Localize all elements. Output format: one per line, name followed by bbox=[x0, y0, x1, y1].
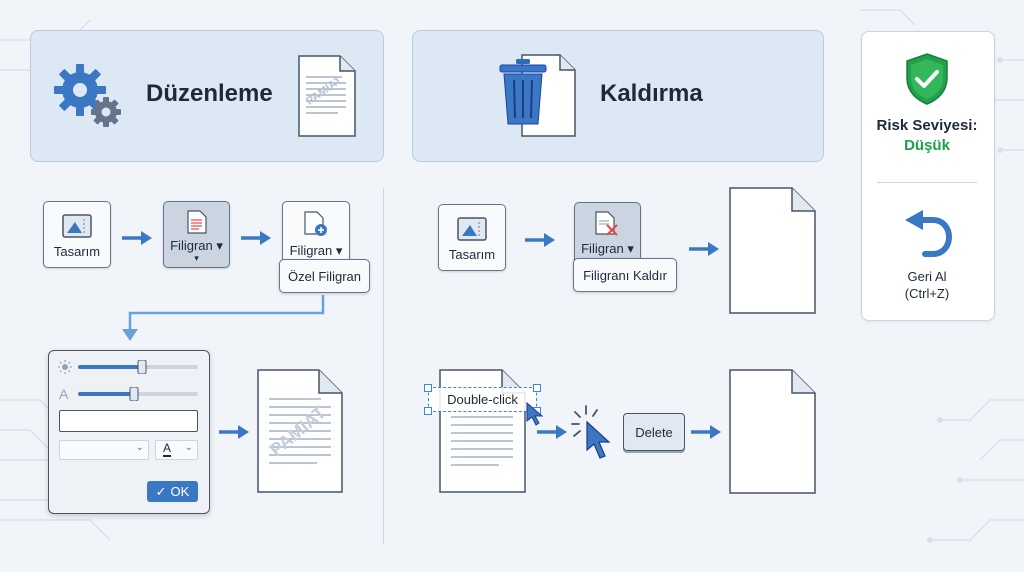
arrow-right-icon bbox=[525, 233, 555, 247]
font-color-glyph: A bbox=[163, 441, 172, 457]
selection-handle bbox=[424, 384, 432, 392]
watermarked-document-icon: PAMIAT bbox=[298, 55, 356, 137]
risk-divider bbox=[877, 182, 977, 183]
remove-watermark-icon bbox=[594, 211, 618, 236]
connector-arrow-icon bbox=[122, 295, 325, 341]
transparency-slider[interactable] bbox=[78, 360, 198, 374]
selection-handle bbox=[533, 384, 541, 392]
selection-handle bbox=[424, 407, 432, 415]
design-tab-step[interactable]: Tasarım bbox=[43, 201, 111, 268]
color-select[interactable]: A ⌄ bbox=[155, 440, 198, 460]
design-tab-step-removal[interactable]: Tasarım bbox=[438, 204, 506, 271]
blank-document-icon bbox=[729, 187, 816, 314]
watermark-document-icon bbox=[186, 210, 207, 234]
trash-icon bbox=[499, 54, 576, 137]
arrow-right-icon bbox=[122, 231, 152, 245]
removal-title: Kaldırma bbox=[600, 80, 703, 107]
sun-icon bbox=[58, 360, 72, 374]
checkmark-icon: ✓ bbox=[155, 483, 167, 499]
image-icon bbox=[62, 214, 92, 238]
removal-header-panel bbox=[412, 30, 824, 162]
size-slider[interactable] bbox=[78, 387, 198, 401]
watermark-menu-label: Filigran bbox=[581, 241, 624, 256]
gears-icon bbox=[54, 64, 121, 127]
chevron-down-icon: ▾ bbox=[194, 253, 199, 263]
undo-label: Geri Al bbox=[907, 269, 947, 284]
arrow-right-icon bbox=[219, 425, 249, 439]
ok-button[interactable]: ✓ OK bbox=[147, 481, 198, 502]
cursor-icon bbox=[526, 402, 544, 426]
risk-title: Risk Seviyesi: bbox=[876, 117, 978, 134]
chevron-down-icon: ⌄ bbox=[184, 442, 193, 453]
section-divider bbox=[383, 188, 384, 544]
undo-icon[interactable] bbox=[901, 210, 953, 258]
undo-shortcut: (Ctrl+Z) bbox=[904, 286, 950, 301]
arrow-right-icon bbox=[691, 425, 721, 439]
watermark-menu-step-removal[interactable]: Filigran ▾ bbox=[574, 202, 641, 266]
design-tab-label: Tasarım bbox=[448, 247, 496, 262]
arrow-right-icon bbox=[689, 242, 719, 256]
watermark-menu-label: Filigran bbox=[170, 238, 213, 253]
custom-watermark-menu-item[interactable]: Özel Filigran bbox=[279, 259, 370, 293]
editing-title: Düzenleme bbox=[146, 80, 273, 107]
font-select[interactable]: ⌄ bbox=[59, 440, 149, 460]
text-size-glyph: A bbox=[59, 386, 69, 402]
watermark-dropdown-label: Filigran bbox=[289, 243, 333, 258]
arrow-right-icon bbox=[241, 231, 271, 245]
delete-key[interactable]: Delete bbox=[623, 413, 685, 451]
blank-document-icon bbox=[729, 369, 816, 494]
chevron-down-icon: ⌄ bbox=[135, 442, 144, 453]
double-click-selection[interactable]: Double-click bbox=[428, 387, 537, 412]
risk-level: Düşük bbox=[904, 137, 950, 154]
watermark-dropdown-step[interactable]: Filigran ▾ bbox=[282, 201, 350, 268]
watermark-menu-step[interactable]: Filigran ▾ ▾ bbox=[163, 201, 230, 268]
shield-check-icon bbox=[906, 53, 948, 105]
click-cursor-icon bbox=[571, 405, 611, 459]
arrow-right-icon bbox=[537, 425, 567, 439]
ok-label: OK bbox=[170, 484, 190, 499]
add-watermark-icon bbox=[304, 211, 327, 236]
image-icon bbox=[457, 217, 487, 241]
remove-watermark-menu-item[interactable]: Filigranı Kaldır bbox=[573, 258, 677, 292]
result-watermarked-document: PAMIAT bbox=[257, 369, 343, 493]
watermark-text-input[interactable] bbox=[59, 410, 198, 432]
design-tab-label: Tasarım bbox=[53, 244, 101, 259]
